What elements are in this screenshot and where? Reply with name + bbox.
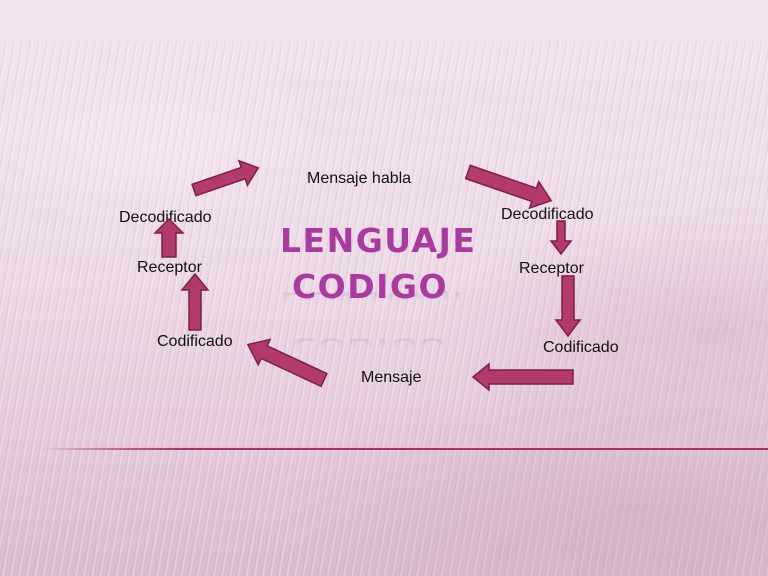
arrow-up-right-icon	[191, 159, 260, 197]
horizontal-divider	[40, 448, 768, 450]
arrow-down-right-icon	[464, 164, 553, 210]
arrow-up-long-icon	[180, 272, 210, 331]
title-line-1: LENGUAJE	[280, 221, 477, 260]
title-line-2: CODIGO	[291, 267, 449, 306]
arrow-up-left-icon	[246, 338, 328, 388]
diagram-title: LENGUAJE CODIGO	[280, 218, 477, 310]
arrow-up-small-icon	[153, 217, 185, 258]
label-left-receptor: Receptor	[137, 259, 202, 276]
arrow-left-icon	[471, 362, 574, 392]
label-right-decodificado: Decodificado	[501, 206, 594, 223]
label-mensaje: Mensaje	[361, 369, 422, 386]
arrow-down-long-icon	[554, 275, 582, 338]
arrow-down-small-icon	[549, 220, 573, 256]
label-right-codificado: Codificado	[543, 339, 619, 356]
label-mensaje-habla: Mensaje habla	[307, 170, 412, 187]
divider-glow	[40, 446, 768, 448]
label-left-codificado: Codificado	[157, 333, 233, 350]
label-left-decodificado: Decodificado	[119, 209, 212, 226]
label-right-receptor: Receptor	[519, 260, 584, 277]
slide-top-band	[0, 0, 768, 40]
